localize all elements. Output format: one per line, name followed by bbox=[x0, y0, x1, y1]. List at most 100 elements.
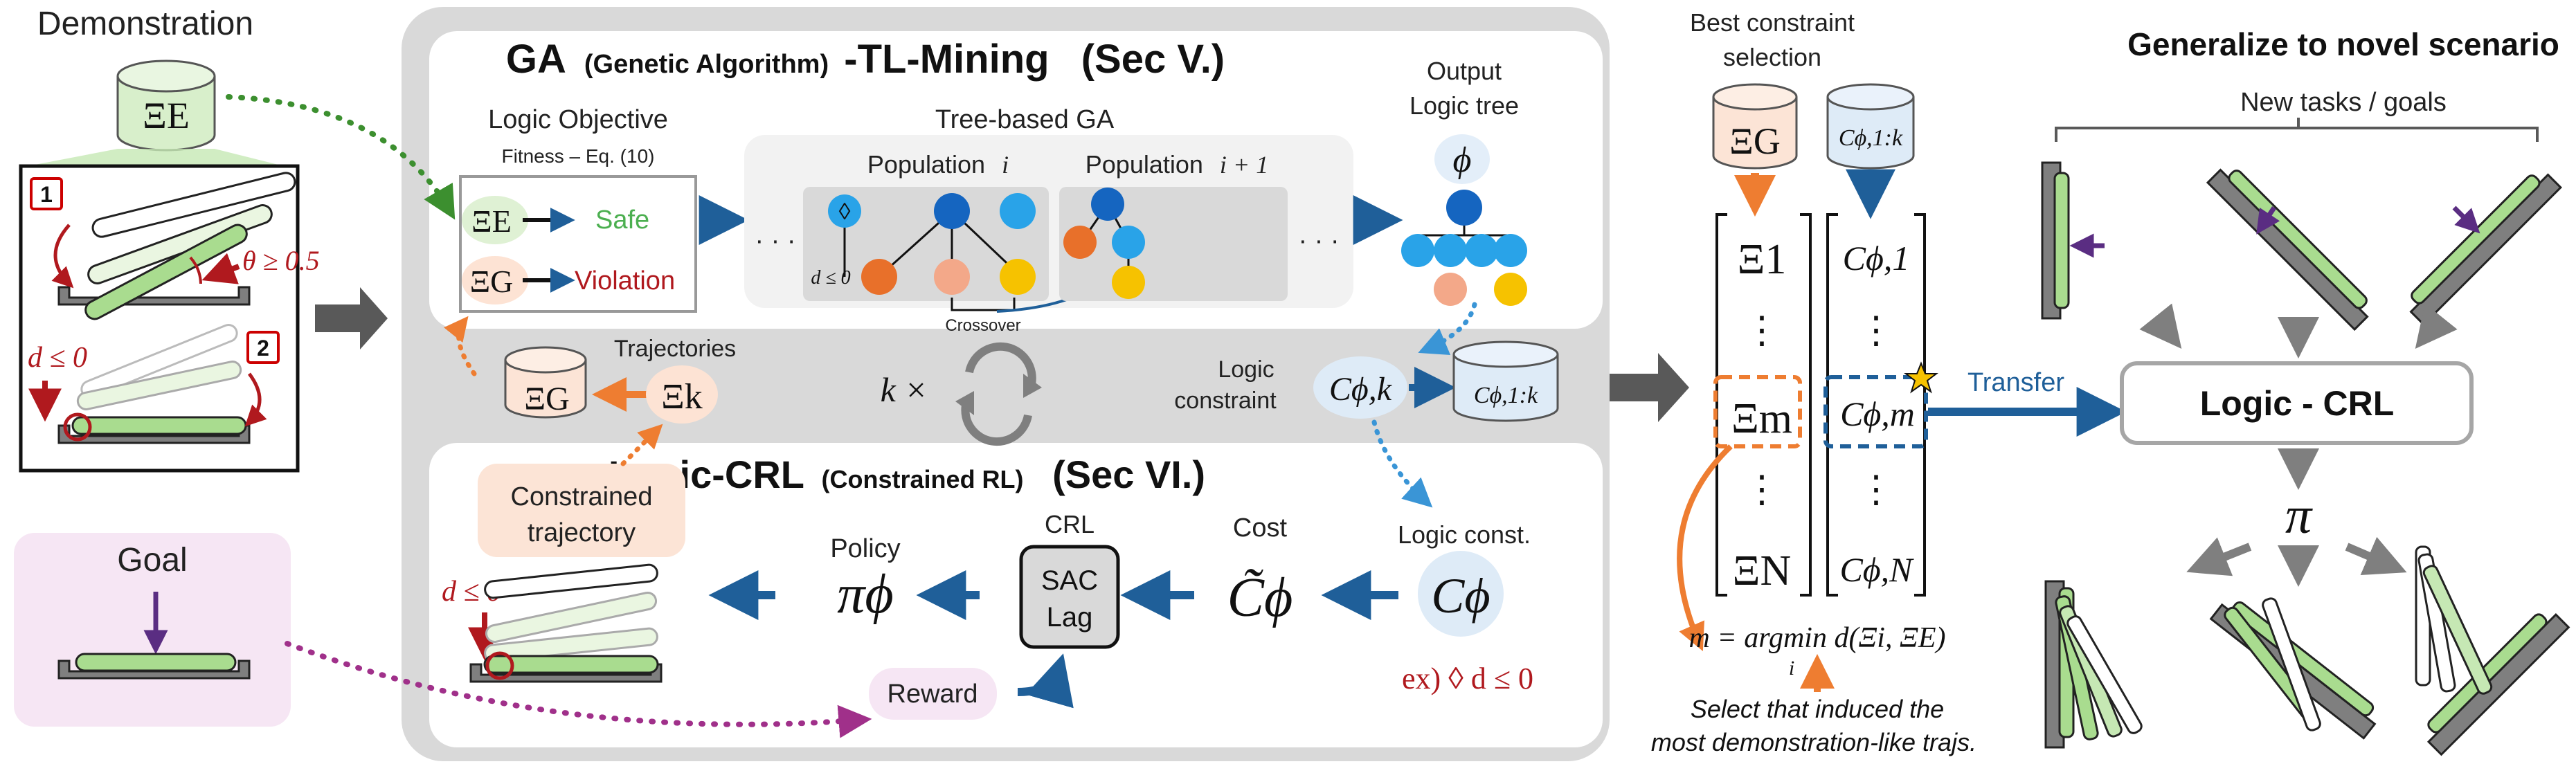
middle-band: ΞG Trajectories Ξk k × Logic constraint … bbox=[444, 316, 1559, 508]
selection-title-2: selection bbox=[1723, 43, 1821, 71]
logic-const-c-phi: Cϕ bbox=[1431, 568, 1490, 624]
demo-step-2: 2 bbox=[257, 336, 269, 361]
node bbox=[861, 259, 897, 295]
xi-1: Ξ1 bbox=[1738, 236, 1787, 283]
selection-note-1: Select that induced the bbox=[1691, 695, 1944, 723]
node-diamond-label: ◊ bbox=[839, 199, 851, 225]
middle-c-phi-1k: Cϕ,1:k bbox=[1474, 383, 1538, 408]
node bbox=[1000, 193, 1036, 229]
result-scene-3 bbox=[2415, 545, 2570, 756]
population-i-text: Population bbox=[867, 150, 985, 179]
sac-label: SAC bbox=[1041, 565, 1098, 596]
xi-m: Ξm bbox=[1731, 395, 1792, 442]
crl-title-section: (Sec VI.) bbox=[1052, 453, 1205, 496]
demo-beam bbox=[28, 149, 284, 166]
output-phi: ϕ bbox=[1453, 140, 1472, 180]
demo-to-ga-arrow bbox=[315, 287, 388, 349]
k-times-label: k × bbox=[881, 370, 928, 409]
output-title-1: Output bbox=[1427, 57, 1502, 85]
generalize-subtitle: New tasks / goals bbox=[2240, 88, 2447, 117]
objective-safe: Safe bbox=[595, 206, 649, 235]
middle-c-phi-k: Cϕ,k bbox=[1329, 371, 1393, 408]
node-d-label: d ≤ 0 bbox=[811, 267, 850, 289]
crl-title-sub: (Constrained RL) bbox=[822, 465, 1024, 493]
node bbox=[1401, 234, 1434, 267]
vdots-1: ⋮ bbox=[1743, 309, 1781, 351]
xi-n: ΞN bbox=[1733, 547, 1792, 594]
cost-label: Cost bbox=[1233, 513, 1288, 543]
constrained-to-xik-dotted bbox=[620, 424, 663, 466]
ga-title-section: (Sec V.) bbox=[1081, 37, 1225, 82]
logic-objective-fitness: Fitness – Eq. (10) bbox=[502, 145, 655, 167]
lag-label: Lag bbox=[1047, 602, 1093, 633]
demo-step-1: 1 bbox=[40, 182, 53, 207]
c-m: Cϕ,m bbox=[1840, 394, 1915, 433]
node bbox=[1434, 234, 1467, 267]
objective-to-xig-dotted bbox=[444, 316, 477, 376]
goal-title: Goal bbox=[117, 542, 187, 579]
result-scene-2 bbox=[2209, 597, 2377, 740]
logic-objective-title: Logic Objective bbox=[488, 105, 668, 134]
trajectories-label: Trajectories bbox=[614, 336, 736, 362]
svg-text:GA (Genetic Algorithm): GA (Genetic Algorithm) -TL-Mining (Sec V… bbox=[506, 37, 1225, 82]
selection-xi-g: ΞG bbox=[1729, 120, 1781, 162]
node bbox=[1494, 234, 1527, 267]
vdots-4: ⋮ bbox=[1857, 469, 1895, 510]
population-i-label: Population i bbox=[867, 150, 1009, 179]
ga-to-selection-arrow bbox=[1610, 353, 1689, 422]
new-task-1 bbox=[2041, 161, 2105, 320]
node bbox=[1465, 234, 1498, 267]
demo-xi-e-label: ΞE bbox=[143, 95, 190, 136]
node bbox=[1063, 226, 1097, 259]
logic-constraint-line2: constraint bbox=[1174, 388, 1277, 414]
new-task-2 bbox=[2206, 168, 2369, 331]
constrained-trajectory-line2: trajectory bbox=[528, 518, 636, 547]
cost-c-tilde: C̃ϕ bbox=[1227, 567, 1293, 628]
node bbox=[934, 259, 970, 295]
demonstration-section: Demonstration ΞE 1 θ ≥ 0.5 2 d ≤ 0 bbox=[19, 6, 320, 473]
goal-section: Goal bbox=[14, 533, 291, 727]
demo-dataset-cylinder: ΞE bbox=[116, 60, 216, 152]
c-m-highlight bbox=[1823, 375, 1928, 448]
middle-xi-g: ΞG bbox=[524, 381, 570, 417]
population-i-sym: i bbox=[1002, 151, 1009, 179]
policy-pi-phi: πϕ bbox=[837, 564, 893, 625]
node bbox=[1434, 273, 1467, 306]
selection-section: Best constraint selection ΞG Cϕ,1:k Ξ1 C… bbox=[1651, 8, 2127, 756]
ga-dots-left: · · · bbox=[755, 226, 795, 255]
node-diamond bbox=[828, 194, 861, 228]
population-i1-label: Population i + 1 bbox=[1086, 150, 1268, 179]
c-1: Cϕ,1 bbox=[1843, 239, 1910, 278]
sac-lag-box bbox=[1019, 545, 1120, 649]
new-task-3 bbox=[2409, 173, 2563, 327]
selection-c-phi-1k: Cϕ,1:k bbox=[1839, 125, 1903, 151]
objective-violation: Violation bbox=[575, 266, 675, 295]
crl-panel bbox=[429, 443, 1603, 747]
output-logic-tree: Output Logic tree ϕ bbox=[1401, 57, 1527, 306]
node bbox=[1446, 190, 1482, 226]
constrained-trajectory-line1: Constrained bbox=[511, 482, 653, 511]
objective-xi-e: ΞE bbox=[471, 203, 512, 239]
tree-ga-title: Tree-based GA bbox=[935, 105, 1115, 134]
crl-content: Constrained trajectory d ≤ 0 Policy πϕ C… bbox=[442, 424, 1533, 720]
selection-note-2: most demonstration-like trajs. bbox=[1651, 728, 1976, 756]
goal-to-reward-dotted bbox=[285, 641, 872, 738]
demo-to-objective-dotted bbox=[226, 94, 456, 220]
generalize-section: Generalize to novel scenario New tasks /… bbox=[2041, 26, 2570, 756]
population-i1-sym: i + 1 bbox=[1220, 151, 1268, 179]
objective-xi-g: ΞG bbox=[470, 264, 514, 299]
demo-d-condition: d ≤ 0 bbox=[28, 342, 87, 374]
argmin-sub: i bbox=[1789, 657, 1794, 680]
output-title-2: Logic tree bbox=[1409, 91, 1519, 120]
cycle-icon bbox=[955, 342, 1042, 446]
generalize-title: Generalize to novel scenario bbox=[2127, 26, 2559, 62]
node bbox=[1091, 188, 1124, 221]
crl-label: CRL bbox=[1045, 510, 1095, 538]
logic-objective: Logic Objective Fitness – Eq. (10) ΞE Sa… bbox=[459, 105, 697, 313]
xi-m-highlight bbox=[1713, 375, 1802, 448]
logic-crl-label: Logic - CRL bbox=[2200, 384, 2395, 423]
logic-crl-box bbox=[2120, 361, 2474, 445]
logic-constraint-line1: Logic bbox=[1218, 356, 1274, 383]
ga-title-sub: (Genetic Algorithm) bbox=[584, 50, 829, 79]
